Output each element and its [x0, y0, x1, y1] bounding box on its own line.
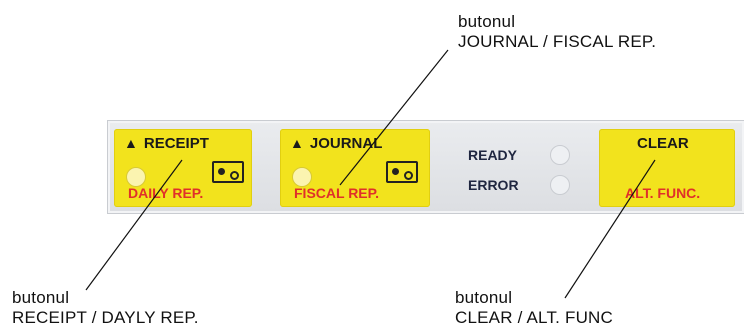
- paper-feed-arrow-icon: ▲: [290, 135, 304, 151]
- callout-receipt-line2: RECEIPT / DAYLY REP.: [12, 308, 199, 327]
- daily-rep-label: DAILY REP.: [128, 185, 204, 201]
- callout-clear-line1: butonul: [455, 288, 513, 307]
- receipt-label: RECEIPT: [143, 135, 209, 152]
- journal-top-label-row: ▲ JOURNAL: [290, 135, 382, 152]
- callout-journal: butonul JOURNAL / FISCAL REP.: [458, 12, 656, 52]
- callout-journal-line2: JOURNAL / FISCAL REP.: [458, 32, 657, 51]
- receipt-top-label-row: ▲ RECEIPT: [124, 135, 209, 152]
- alt-func-label: ALT. FUNC.: [625, 185, 701, 201]
- paper-feed-arrow-icon: ▲: [124, 135, 138, 151]
- paper-roll-icon: [212, 161, 244, 183]
- fiscal-rep-label: FISCAL REP.: [294, 185, 380, 201]
- leader-line-clear: [564, 159, 656, 299]
- paper-roll-icon: [386, 161, 418, 183]
- callout-receipt: butonul RECEIPT / DAYLY REP.: [12, 288, 199, 328]
- clear-label: CLEAR: [637, 135, 689, 152]
- ready-led: [550, 145, 570, 165]
- control-panel: ▲ RECEIPT DAILY REP. ▲ JOURNAL FISCAL REP.…: [107, 120, 744, 214]
- callout-journal-line1: butonul: [458, 12, 516, 31]
- ready-label: READY: [468, 147, 518, 163]
- callout-receipt-line1: butonul: [12, 288, 70, 307]
- journal-label: JOURNAL: [309, 135, 383, 152]
- error-led: [550, 175, 570, 195]
- leader-line-journal: [339, 49, 449, 186]
- receipt-led: [126, 167, 146, 187]
- receipt-button[interactable]: ▲ RECEIPT DAILY REP.: [114, 129, 252, 207]
- leader-line-receipt: [85, 159, 183, 291]
- journal-led: [292, 167, 312, 187]
- error-label: ERROR: [468, 177, 519, 193]
- journal-button[interactable]: ▲ JOURNAL FISCAL REP.: [280, 129, 430, 207]
- clear-button[interactable]: CLEAR ALT. FUNC.: [599, 129, 735, 207]
- callout-clear-line2: CLEAR / ALT. FUNC: [455, 308, 614, 327]
- callout-clear: butonul CLEAR / ALT. FUNC: [455, 288, 613, 328]
